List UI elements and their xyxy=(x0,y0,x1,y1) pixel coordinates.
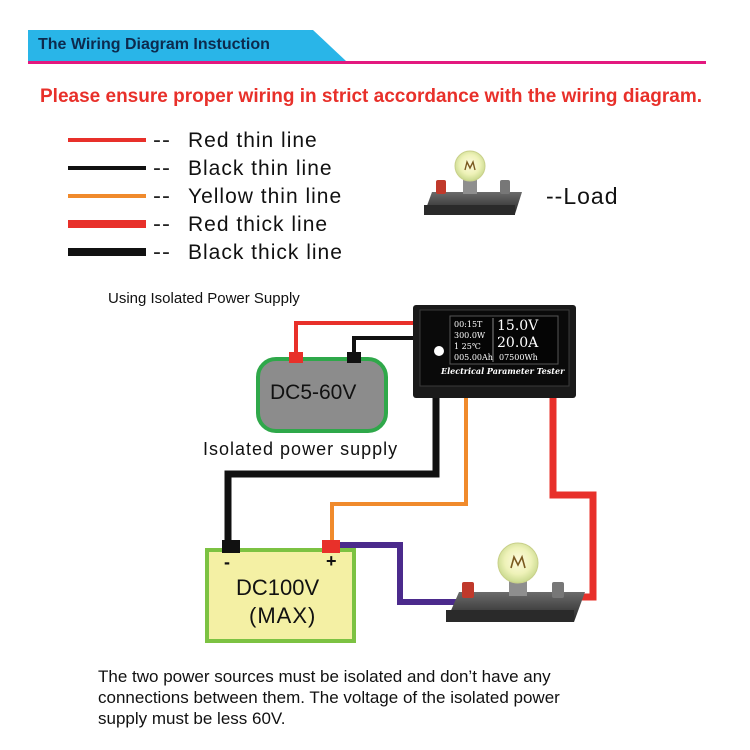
legend-item: -- Black thin line xyxy=(68,156,398,184)
wiring-warning: Please ensure proper wiring in strict ac… xyxy=(40,86,703,107)
legend-item: -- Black thick line xyxy=(68,240,398,268)
header-banner xyxy=(28,30,346,61)
yellow-thin-line-swatch xyxy=(68,194,146,198)
electrical-parameter-tester xyxy=(413,305,576,398)
note-line: connections between them. The voltage of… xyxy=(98,688,560,707)
note-line: The two power sources must be isolated a… xyxy=(98,667,551,686)
wires xyxy=(224,321,597,605)
legend-label: Yellow thin line xyxy=(188,185,343,208)
tester-brand: Electrical Parameter Tester xyxy=(441,366,565,376)
legend-dash: -- xyxy=(153,184,171,209)
header-title: The Wiring Diagram Instuction xyxy=(38,36,270,53)
tester-time: 00:15T xyxy=(454,320,483,329)
isolation-note: The two power sources must be isolated a… xyxy=(98,666,698,729)
legend-item: -- Yellow thin line xyxy=(68,184,398,212)
red-thick-line-swatch xyxy=(68,220,146,228)
legend-item: -- Red thin line xyxy=(68,128,398,156)
legend-dash: -- xyxy=(153,240,171,265)
legend-dash: -- xyxy=(153,128,171,153)
note-line: supply must be less 60V. xyxy=(98,709,286,728)
red-thin-line-swatch xyxy=(68,138,146,142)
main-supply-voltage: DC100V xyxy=(236,575,320,600)
legend-label: Black thick line xyxy=(188,241,343,264)
isolated-power-supply xyxy=(256,352,388,433)
tester-temperature: 1 25℃ xyxy=(454,342,481,351)
load-legend-label: --Load xyxy=(546,183,619,209)
tester-capacity: 005.00Ah xyxy=(454,353,493,362)
negative-terminal-label: - xyxy=(224,552,230,572)
legend-dash: -- xyxy=(153,156,171,181)
diagram-caption: Using Isolated Power Supply xyxy=(108,290,300,307)
legend-dash: -- xyxy=(153,212,171,237)
legend-item: -- Red thick line xyxy=(68,212,398,240)
legend-load-icon xyxy=(424,150,522,215)
isolated-supply-voltage: DC5-60V xyxy=(270,381,357,404)
tester-voltage: 15.0V xyxy=(497,318,539,334)
legend-label: Red thick line xyxy=(188,213,329,236)
load-lamp xyxy=(446,542,585,622)
tester-energy: 07500Wh xyxy=(499,353,538,362)
legend-label: Black thin line xyxy=(188,157,333,180)
main-supply-max: (MAX) xyxy=(249,603,317,628)
tester-power: 300.0W xyxy=(454,331,486,340)
legend-label: Red thin line xyxy=(188,129,318,152)
black-thick-line-swatch xyxy=(68,248,146,256)
header-divider xyxy=(28,61,706,64)
positive-terminal-label: + xyxy=(326,551,337,571)
line-legend: -- Red thin line -- Black thin line -- Y… xyxy=(68,128,398,268)
main-power-supply xyxy=(205,540,356,643)
tester-current: 20.0A xyxy=(497,335,539,351)
black-thin-line-swatch xyxy=(68,166,146,170)
isolated-supply-label: Isolated power supply xyxy=(203,439,399,459)
